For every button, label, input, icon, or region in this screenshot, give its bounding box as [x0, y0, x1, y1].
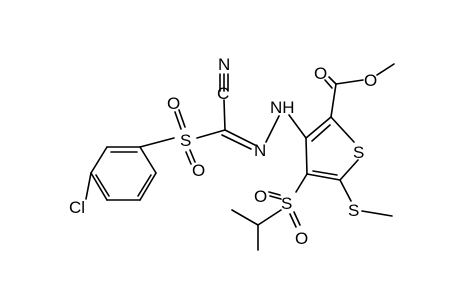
bond [330, 83, 337, 118]
bond [269, 195, 282, 200]
bond [335, 79, 364, 85]
bond [139, 172, 157, 201]
atom-label-o-left-top: O [167, 94, 180, 113]
atom-label-s-ring: S [353, 143, 364, 162]
bond [328, 76, 337, 85]
atom-label-n-azo: N [254, 141, 266, 160]
bond [305, 116, 332, 139]
bond [361, 210, 393, 217]
bond [289, 213, 297, 228]
bond [178, 109, 186, 128]
bond [95, 174, 110, 197]
bond [139, 146, 157, 174]
atom-labels: Cl S O O N C N NH S O O S O O S [69, 55, 377, 248]
bond [312, 170, 338, 176]
bond [268, 191, 281, 196]
bond [311, 124, 331, 142]
atom-label-o-ester: O [364, 71, 377, 90]
atom-label-c-nitrile: C [217, 84, 229, 103]
atom-label-nh-hydrazone: NH [270, 98, 295, 117]
bond [223, 99, 226, 131]
bond [376, 63, 395, 76]
bond [174, 111, 182, 130]
atom-label-o-sulfonyl-ring-bottom: O [295, 229, 308, 248]
atom-label-cl: Cl [69, 198, 85, 217]
bond [330, 116, 355, 143]
bond [189, 149, 196, 163]
bond [305, 137, 308, 175]
bond [90, 146, 108, 174]
bond [139, 137, 175, 148]
bond [137, 174, 152, 197]
bond [324, 79, 333, 89]
atom-label-s-sulfonyl-ring: S [281, 194, 292, 213]
bond [339, 179, 352, 202]
atom-label-s-sulfonyl-left: S [180, 131, 191, 150]
bond [85, 172, 92, 200]
bond [265, 115, 280, 143]
bond [196, 129, 226, 139]
bond [90, 172, 108, 201]
bond [221, 134, 252, 150]
atom-label-o-sulfonyl-ring-top: O [254, 187, 267, 206]
atom-label-s-thioether: S [348, 201, 359, 220]
bond [339, 159, 359, 181]
bond [295, 173, 308, 193]
bond [288, 114, 307, 139]
bond [257, 209, 282, 226]
bond [293, 211, 301, 226]
atom-label-n-nitrile: N [218, 55, 230, 74]
bond [224, 129, 256, 146]
bond [306, 173, 341, 181]
atom-label-o-left-bottom: O [192, 161, 205, 180]
bond [185, 151, 192, 165]
bond [231, 209, 259, 226]
bonds [85, 63, 395, 251]
atom-label-o-carbonyl: O [314, 64, 327, 83]
